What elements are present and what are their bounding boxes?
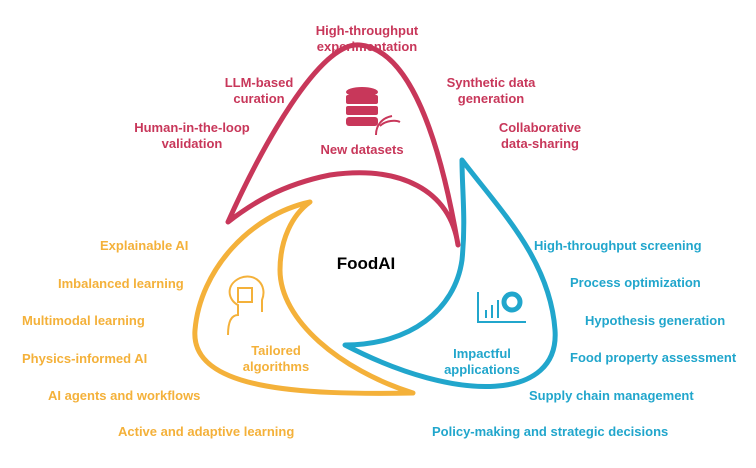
applications-title: Impactful applications	[444, 346, 520, 377]
application-item: Hypothesis generation	[585, 313, 726, 328]
algorithm-item: Explainable AI	[100, 238, 189, 253]
dataset-item: Synthetic data generation	[446, 75, 536, 106]
application-item: High-throughput screening	[534, 238, 702, 253]
applications-loop	[342, 157, 558, 389]
ai-head-icon	[227, 275, 265, 336]
algorithm-item: Multimodal learning	[22, 313, 145, 328]
algorithms-title: Tailored algorithms	[242, 343, 310, 374]
dataset-item: Collaborative data-sharing	[498, 120, 582, 151]
dataset-item: High-throughput experimentation	[315, 23, 419, 54]
dataset-item: LLM-based curation	[224, 75, 294, 106]
database-plant-icon	[346, 87, 401, 136]
algorithm-item: Active and adaptive learning	[118, 424, 295, 439]
datasets-loop	[225, 42, 461, 248]
datasets-title: New datasets	[320, 142, 404, 157]
algorithm-item: Physics-informed AI	[22, 351, 148, 366]
application-item: Policy-making and strategic decisions	[432, 424, 669, 439]
chart-gear-icon	[477, 291, 526, 323]
center-label: FoodAI	[336, 254, 396, 273]
application-item: Food property assessment	[570, 350, 737, 365]
algorithm-item: AI agents and workflows	[48, 388, 201, 403]
algorithms-loop	[192, 199, 416, 396]
application-item: Supply chain management	[529, 388, 694, 403]
algorithm-item: Imbalanced learning	[58, 276, 184, 291]
application-item: Process optimization	[570, 275, 701, 290]
dataset-item: Human-in-the-loop validation	[134, 120, 250, 151]
